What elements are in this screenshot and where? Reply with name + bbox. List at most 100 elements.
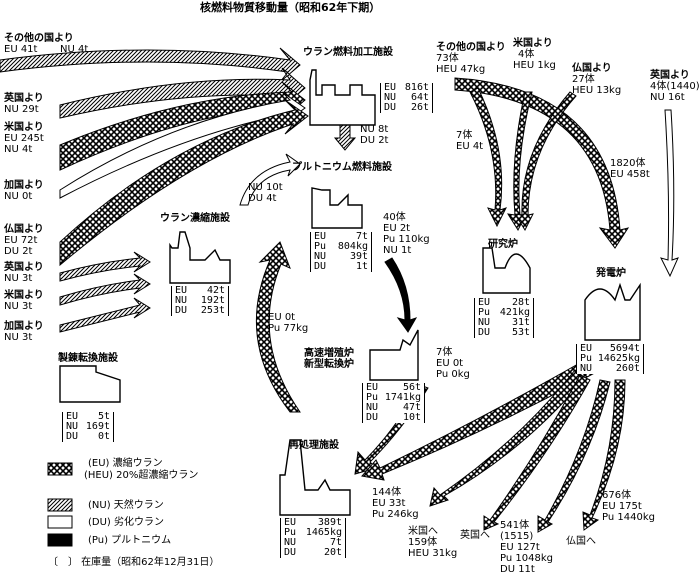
flow-repro-to-pu-pu: Pu 77kg — [268, 323, 309, 334]
flow-other-left-nu: NU 4t — [60, 44, 89, 55]
flow-us-left-heading: 米国より — [4, 122, 44, 133]
uranium-fabrication-icon — [309, 69, 376, 126]
legend-nu: (NU) 天然ウラン — [88, 500, 164, 511]
fbr-label-2: 新型転換炉 — [304, 359, 354, 370]
flow-fbr-to-repro-pu: Pu 0kg — [436, 369, 470, 380]
flow-to-uk-count: 541体 — [500, 520, 530, 531]
flow-uk-left-nu: NU 29t — [4, 104, 39, 115]
flow-pu-to-fbr-eu: EU 2t — [383, 223, 411, 234]
flow-france-left-du: DU 2t — [4, 246, 33, 257]
page-title: 核燃料物質移動量（昭和62年下期） — [200, 1, 381, 14]
flow-to-research-count: 7体 — [456, 130, 473, 141]
flow-fbr-to-repro-eu: EU 0t — [436, 358, 464, 369]
flow-other-left-heading: その他の国より — [4, 33, 74, 44]
research-reactor-icon — [482, 247, 531, 294]
flow-to-uk-bracket: (1515) — [500, 531, 534, 542]
uranium-fabrication-label: ウラン燃料加工施設 — [303, 47, 393, 58]
legend-swatches — [47, 462, 73, 547]
flow-uk-left-heading: 英国より — [4, 93, 44, 104]
flow-to-us-count: 159体 — [408, 537, 438, 548]
flow-us-right-count: 4体 — [518, 49, 535, 60]
power-reactor-label: 発電炉 — [596, 268, 626, 279]
conversion-icon — [59, 365, 121, 403]
flow-us-left-eu: EU 245t — [4, 133, 44, 144]
flow-fab-to-pu-nu: NU 8t — [360, 124, 389, 135]
flow-repro-to-pu-eu: EU 0t — [268, 312, 296, 323]
flow-uk-left2-nu: NU 3t — [4, 273, 33, 284]
flow-fbr-to-repro-count: 7体 — [436, 347, 453, 358]
flow-uk-right-nu: NU 16t — [650, 92, 685, 103]
incoming-arrows-left — [0, 47, 309, 333]
flow-to-france-count: 676体 — [602, 490, 632, 501]
flow-to-power-eu: EU 458t — [610, 169, 650, 180]
flow-other-right-heading: その他の国より — [436, 42, 506, 53]
flow-uk-left2-heading: 英国より — [4, 262, 44, 273]
flow-to-france-eu: EU 175t — [602, 501, 642, 512]
flow-to-uk-du: DU 11t — [500, 564, 535, 575]
flow-pu-to-fbr-nu: NU 1t — [383, 245, 412, 256]
flow-france-left-heading: 仏国より — [4, 224, 44, 235]
flow-uk-right-count: 4体(1440) — [650, 81, 700, 92]
outgoing-arrows — [361, 359, 626, 533]
legend-eu: (EU) 濃縮ウラン — [88, 458, 163, 469]
flow-france-right-heading: 仏国より — [572, 63, 612, 74]
flow-other-right-count: 73体 — [436, 53, 459, 64]
flow-to-france-heading: 仏国へ — [566, 536, 596, 547]
legend-heu: (HEU) 20%超濃縮ウラン — [84, 470, 199, 481]
flow-power-to-repro-pu: Pu 246kg — [372, 509, 419, 520]
fbr-label-1: 高速増殖炉 — [304, 348, 354, 359]
flow-power-to-repro-count: 144体 — [372, 487, 402, 498]
plutonium-fabrication-icon — [311, 187, 363, 229]
incoming-arrows-right — [454, 77, 679, 278]
flow-to-power-count: 1820体 — [610, 158, 646, 169]
flow-other-left-eu: EU 41t — [4, 44, 38, 55]
flow-us-left2-nu: NU 3t — [4, 301, 33, 312]
flow-pu-to-fbr-pu: Pu 110kg — [383, 234, 430, 245]
flow-to-us-heading: 米国へ — [408, 526, 438, 537]
flow-to-us-heu: HEU 31kg — [408, 548, 458, 559]
flow-pu-to-fbr-count: 40体 — [383, 212, 406, 223]
flow-to-france-pu: Pu 1440kg — [602, 512, 655, 523]
conversion-label: 製錬転換施設 — [58, 353, 118, 364]
flow-other-right-heu: HEU 47kg — [436, 64, 486, 75]
flow-enr-to-pu-nu: NU 10t — [248, 182, 283, 193]
flow-enr-to-pu-du: DU 4t — [248, 193, 277, 204]
flow-canada-heading: 加国より — [4, 180, 44, 191]
legend-pu: (Pu) プルトニウム — [88, 535, 172, 546]
research-reactor-label: 研究炉 — [488, 239, 518, 250]
power-reactor-icon — [584, 282, 641, 341]
legend-du: (DU) 劣化ウラン — [88, 517, 165, 528]
flow-france-right-count: 27体 — [572, 74, 595, 85]
flow-to-uk-heading: 英国へ — [460, 530, 490, 541]
facility-drawings — [59, 69, 641, 516]
flow-france-left-eu: EU 72t — [4, 235, 38, 246]
flow-us-right-heading: 米国より — [513, 38, 553, 49]
flow-us-left2-heading: 米国より — [4, 290, 44, 301]
reprocessing-label: 再処理施設 — [289, 440, 339, 451]
enrichment-label: ウラン濃縮施設 — [160, 213, 230, 224]
legend-inventory: 〔 〕 在庫量（昭和62年12月31日） — [48, 557, 220, 568]
flow-canada2-nu: NU 3t — [4, 332, 33, 343]
fbr-icon — [369, 329, 419, 381]
flow-to-uk-pu: Pu 1048kg — [500, 553, 553, 564]
flow-uk-right-heading: 英国より — [650, 70, 690, 81]
flow-us-left-nu: NU 4t — [4, 144, 33, 155]
plutonium-fabrication-label: プルトニウム燃料施設 — [292, 162, 392, 173]
flow-canada-nu: NU 0t — [4, 191, 33, 202]
flow-to-uk-eu: EU 127t — [500, 542, 540, 553]
flow-to-research-eu: EU 4t — [456, 141, 484, 152]
flow-fab-to-pu-du: DU 2t — [360, 135, 389, 146]
flow-us-right-heu: HEU 1kg — [513, 60, 556, 71]
reprocessing-icon — [279, 439, 351, 516]
enrichment-icon — [169, 231, 231, 284]
